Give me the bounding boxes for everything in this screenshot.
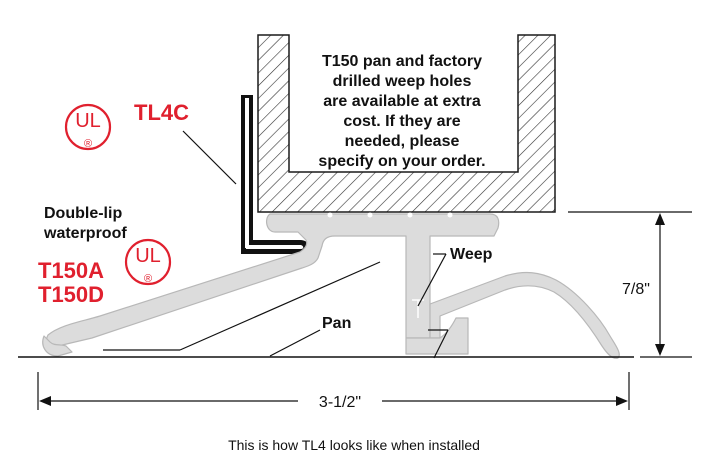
height-dimension-label: 7/8" (622, 281, 650, 298)
width-dimension (37, 372, 630, 410)
leader-lines (103, 130, 449, 359)
caption: This is how TL4 looks like when installe… (228, 437, 480, 453)
ul-registered: ® (144, 273, 152, 285)
note-line: needed, please (345, 133, 460, 150)
t150d-label: T150D (38, 282, 104, 307)
tl4c-label: TL4C (134, 100, 189, 125)
height-dimension (568, 211, 692, 358)
note-line: drilled weep holes (333, 73, 472, 90)
double-lip-label: Double-lip (44, 205, 122, 222)
gasket-highlight (245, 98, 249, 248)
pan-label: Pan (322, 315, 351, 332)
t150-profile (42, 213, 620, 359)
ul-logo-icon: UL ® (124, 238, 172, 286)
width-dimension-label: 3-1/2" (319, 394, 361, 411)
note-line: specify on your order. (318, 153, 485, 170)
door-frame (257, 34, 556, 213)
ul-letters: UL (135, 245, 161, 267)
note-line: T150 pan and factory (322, 53, 482, 70)
t150a-label: T150A (38, 258, 104, 283)
waterproof-label: waterproof (43, 225, 127, 242)
note-line: cost. If they are (343, 113, 460, 130)
weep-holes (327, 212, 453, 218)
note-line: are available at extra (323, 93, 481, 110)
weep-label: Weep (450, 246, 493, 263)
weep-channel (412, 299, 424, 318)
note-block: T150 pan and factory drilled weep holes … (318, 53, 485, 170)
ul-letters: UL (75, 110, 101, 132)
ul-logo-icon: UL ® (64, 103, 112, 151)
ul-registered: ® (84, 138, 92, 150)
